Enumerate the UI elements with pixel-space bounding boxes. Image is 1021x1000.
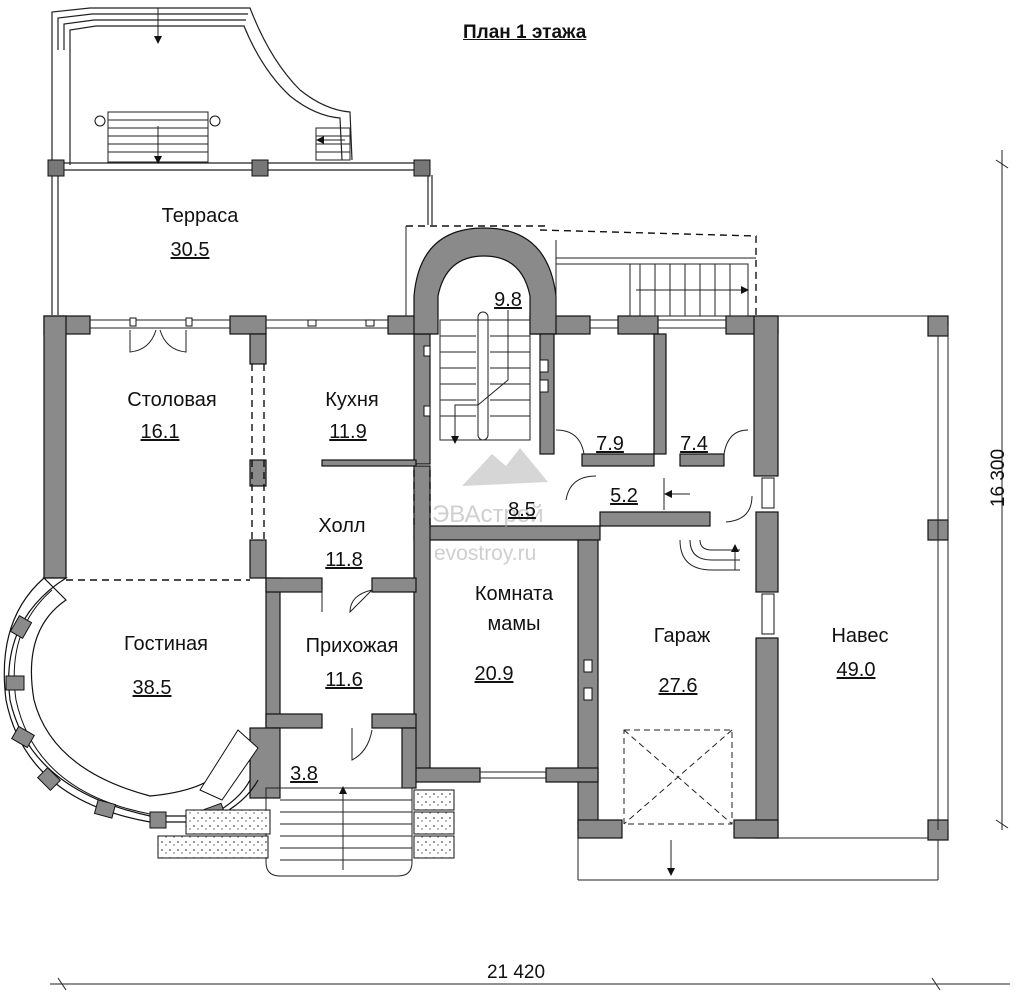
- dining-area: 16.1: [141, 421, 180, 443]
- main-staircase: [439, 310, 531, 444]
- garage-area: 27.6: [659, 675, 698, 697]
- side-stair: [629, 263, 749, 317]
- vestibule-area: 3.8: [290, 763, 318, 785]
- doors: [129, 329, 753, 761]
- planters: [157, 789, 455, 859]
- entry-name: Прихожая: [306, 635, 399, 657]
- terrace-name: Терраса: [162, 205, 240, 227]
- dimension-lines: [50, 150, 1010, 991]
- watermark: ЭВАстрой evostroy.ru: [432, 448, 548, 565]
- terrace-steps: [107, 8, 351, 164]
- carport-area: 49.0: [837, 659, 876, 681]
- kitchen-name: Кухня: [325, 389, 379, 411]
- stair-area: 9.8: [494, 289, 522, 311]
- terrace-outline: [51, 7, 433, 315]
- room-74-area: 7.4: [680, 433, 708, 455]
- watermark-brand: ЭВАстрой: [432, 501, 544, 528]
- garage-name: Гараж: [654, 625, 711, 647]
- mother-area: 20.9: [475, 663, 514, 685]
- entry-steps: [265, 786, 413, 877]
- entry-area: 11.6: [325, 669, 362, 691]
- mother-name-line2: мамы: [488, 613, 541, 635]
- plan-title: План 1 этажа: [463, 22, 587, 43]
- garage-step: [663, 478, 740, 571]
- dashed-dividers: [66, 225, 757, 581]
- watermark-site: evostroy.ru: [434, 542, 536, 565]
- carport-name: Навес: [831, 625, 888, 647]
- kitchen-area: 11.9: [329, 421, 366, 443]
- hall-area: 11.8: [325, 549, 362, 571]
- terrace-area: 30.5: [171, 239, 210, 261]
- dining-name: Столовая: [127, 389, 216, 411]
- windows: [129, 317, 775, 701]
- corridor-area: 8.5: [508, 499, 536, 521]
- garage-pit: [623, 729, 733, 825]
- hall-name: Холл: [318, 515, 365, 537]
- room-79-area: 7.9: [596, 433, 624, 455]
- terrace-columns: [47, 115, 431, 177]
- living-bay-wall: [3, 577, 259, 829]
- dimension-width: 21 420: [487, 962, 545, 983]
- outline-lines: [90, 226, 949, 881]
- mother-name-line1: Комната: [475, 583, 554, 605]
- dimension-depth: 16 300: [988, 449, 1009, 507]
- living-name: Гостиная: [124, 633, 208, 655]
- room-52-area: 5.2: [610, 485, 638, 507]
- living-area: 38.5: [133, 677, 172, 699]
- room-labels: Терраса 30.5 Столовая 16.1 Кухня 11.9 Хо…: [124, 205, 889, 785]
